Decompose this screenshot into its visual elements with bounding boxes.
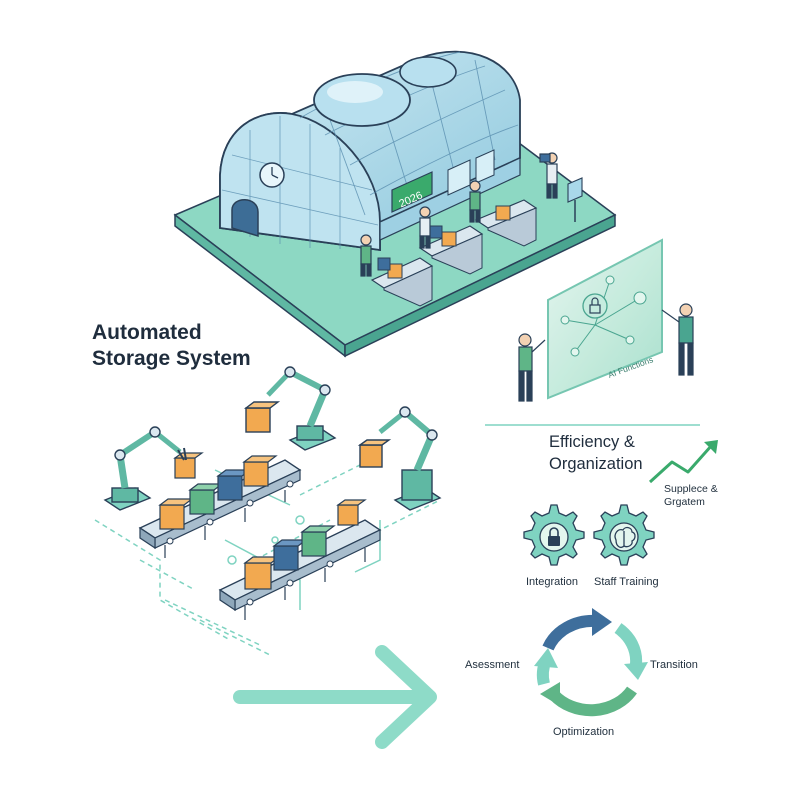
ai-functions-screen: AI Functions [518,238,694,402]
worker-figure [469,180,481,223]
package-box [300,525,336,557]
supply-label: Supplece & Grgatem [664,483,718,509]
title-line-2: Storage System [92,347,251,370]
clock-icon [259,162,285,188]
robotic-arm [357,406,442,511]
efficiency-heading: Efficiency & Organization [549,431,643,475]
kiosk [567,177,583,203]
lock-icon [548,527,560,546]
warehouse-building: 2026 [173,50,617,358]
staff-training-label: Staff Training [594,576,659,588]
worker-figure [539,152,558,199]
robotic-arm [243,366,337,451]
roof-dome-small [399,56,457,88]
right-arrow-icon [233,645,437,749]
package-box [158,498,194,530]
transition-label: Transition [650,659,698,671]
package-box [242,455,278,487]
worker-figure [518,333,546,402]
assessment-label: Asessment [465,659,520,671]
automated-storage-scene [94,366,442,656]
title-line-1: Automated [92,321,202,344]
package-box [188,483,224,515]
supply-line-1: Supplece & [664,483,718,495]
package-box [216,469,252,501]
lock-icon [582,293,608,319]
worker-figure [360,234,372,277]
efficiency-line-2: Organization [549,455,643,473]
trend-arrow-icon [648,440,718,484]
arched-door [231,199,259,238]
robotic-arm [103,426,187,511]
section-title: Automated Storage System [92,320,251,372]
optimization-label: Optimization [553,726,615,738]
workstation-3 [474,199,538,247]
workstation-2 [418,225,484,275]
brain-icon [614,526,636,548]
package-box [272,539,308,571]
worker-figure [419,206,431,249]
supply-line-2: Grgatem [664,496,705,508]
integration-label: Integration [526,576,578,588]
workstation-1 [370,257,434,307]
integration-gear [523,504,585,566]
package-box [336,499,367,526]
package-box [173,452,204,479]
worker-figure [661,303,694,376]
year-sign-plate [391,171,433,213]
cycle-arrows-icon [534,608,648,717]
staff-training-gear [593,504,655,566]
efficiency-line-1: Efficiency & [549,433,635,451]
